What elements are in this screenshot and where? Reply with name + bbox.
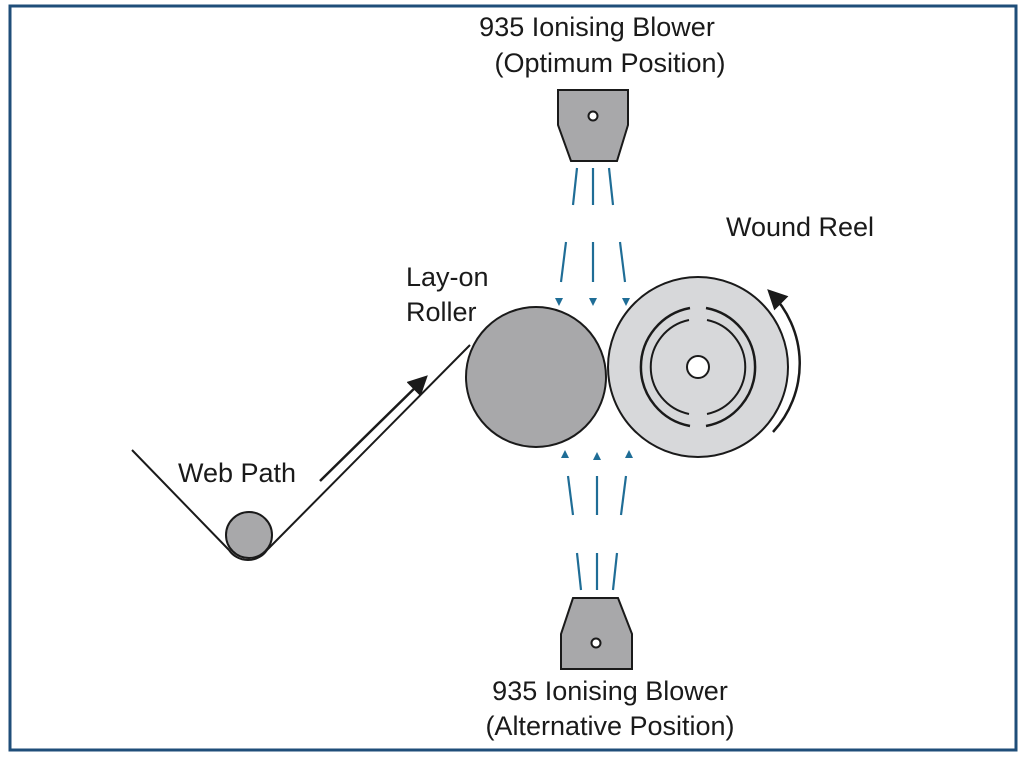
web-path-arrow xyxy=(319,375,428,482)
top-air-arrowheads xyxy=(555,298,630,306)
bottom-blower-label-line1: 935 Ionising Blower xyxy=(492,676,728,706)
reel-rotation-arrow xyxy=(767,289,801,433)
top-blower-label-line1: 935 Ionising Blower xyxy=(479,12,715,42)
bottom-blower-nozzle xyxy=(590,637,602,649)
top-ionising-blower xyxy=(557,89,629,162)
wound-reel-label: Wound Reel xyxy=(726,212,874,242)
top-blower-nozzle xyxy=(587,110,599,122)
bottom-air-arrowheads xyxy=(561,450,633,460)
lay-on-roller xyxy=(465,306,607,448)
reel-core xyxy=(686,355,710,379)
bottom-blower-label-line2: (Alternative Position) xyxy=(485,711,734,741)
bottom-air-streams xyxy=(566,475,628,591)
top-air-streams xyxy=(559,167,627,283)
bottom-ionising-blower xyxy=(560,597,633,670)
web-path-label: Web Path xyxy=(178,458,296,488)
lay-on-label-line1: Lay-on xyxy=(406,262,489,292)
lay-on-label-line2: Roller xyxy=(406,297,477,327)
top-blower-label-line2: (Optimum Position) xyxy=(494,48,725,78)
wound-reel xyxy=(607,276,789,458)
guide-roller xyxy=(225,511,273,559)
